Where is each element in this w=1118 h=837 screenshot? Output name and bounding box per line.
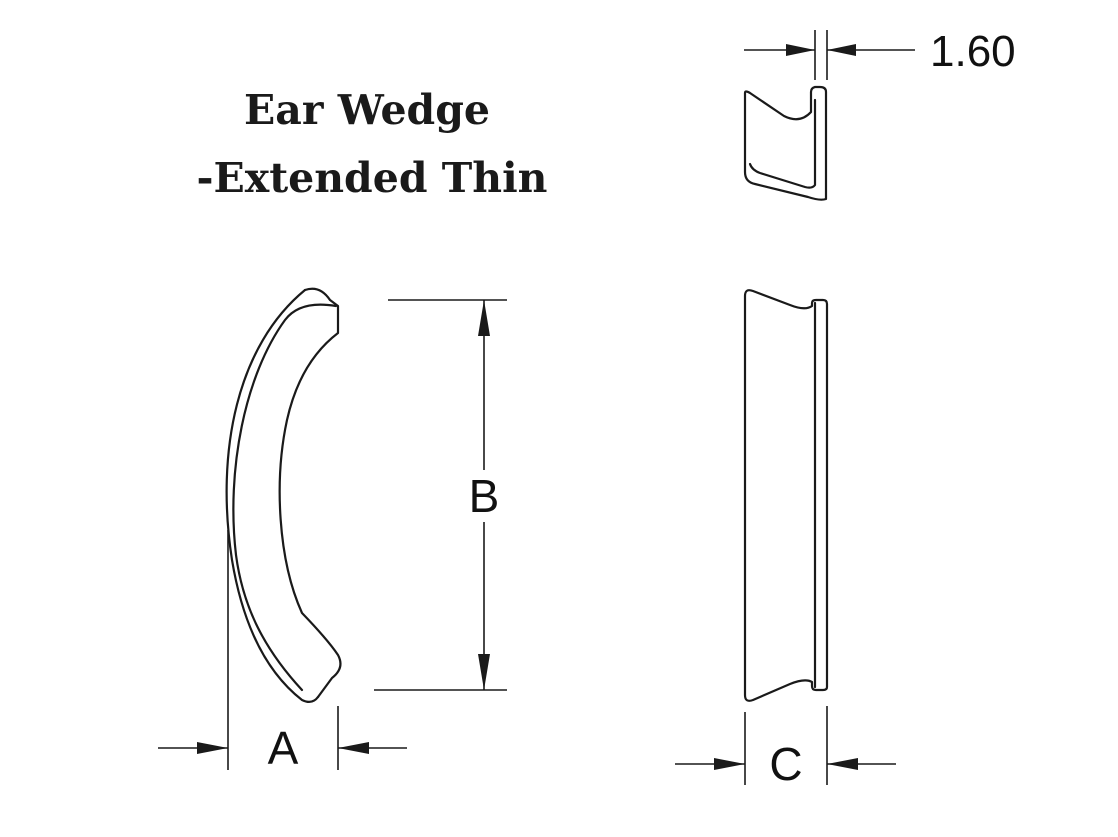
- depth-dimension: C: [675, 706, 896, 790]
- thickness-arrow-right: [827, 44, 856, 56]
- title-line-2: -Extended Thin: [197, 154, 548, 202]
- side-view-body: [278, 287, 342, 699]
- side-view: [225, 287, 342, 704]
- top-view-outline: [743, 85, 828, 201]
- width-dimension: A: [158, 530, 407, 774]
- thickness-dimension: 1.60: [744, 27, 1016, 80]
- height-arrow-top: [478, 300, 490, 336]
- width-arrow-left: [197, 742, 228, 754]
- depth-arrow-left: [714, 758, 745, 770]
- top-view: [743, 85, 828, 201]
- thickness-value: 1.60: [930, 27, 1016, 76]
- width-label: A: [268, 722, 299, 774]
- height-label: B: [469, 470, 500, 522]
- height-dimension: B: [374, 299, 507, 691]
- side-view-inner-curve: [232, 303, 338, 692]
- side-view-outer-curve: [225, 288, 320, 704]
- front-view-outline: [743, 289, 829, 702]
- front-view: [743, 289, 829, 702]
- width-arrow-right: [338, 742, 369, 754]
- height-arrow-bottom: [478, 654, 490, 690]
- thickness-arrow-left: [786, 44, 815, 56]
- title-line-1: Ear Wedge: [244, 86, 490, 134]
- depth-label: C: [769, 738, 802, 790]
- depth-arrow-right: [827, 758, 858, 770]
- top-view-inner-edge: [748, 98, 817, 189]
- drawing-title: Ear Wedge -Extended Thin: [197, 86, 548, 202]
